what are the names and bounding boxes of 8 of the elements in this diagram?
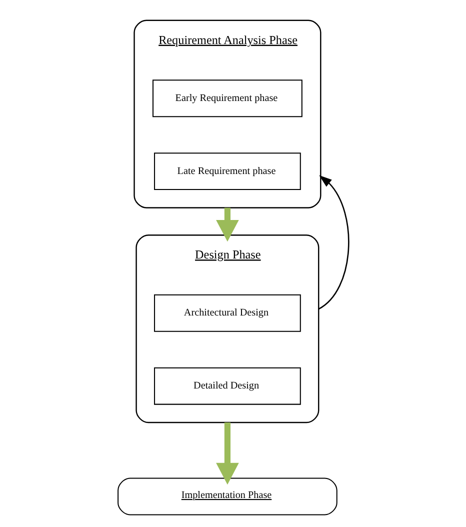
- arrow: [216, 208, 238, 242]
- node-box: Late Requirement phase: [154, 152, 300, 190]
- node-box: Detailed Design: [154, 367, 300, 405]
- node-box: Architectural Design: [154, 294, 300, 332]
- arrow: [216, 422, 238, 485]
- node-box: Early Requirement phase: [152, 80, 302, 118]
- node-box: Implementation Phase: [117, 478, 337, 516]
- arrow: [318, 175, 349, 310]
